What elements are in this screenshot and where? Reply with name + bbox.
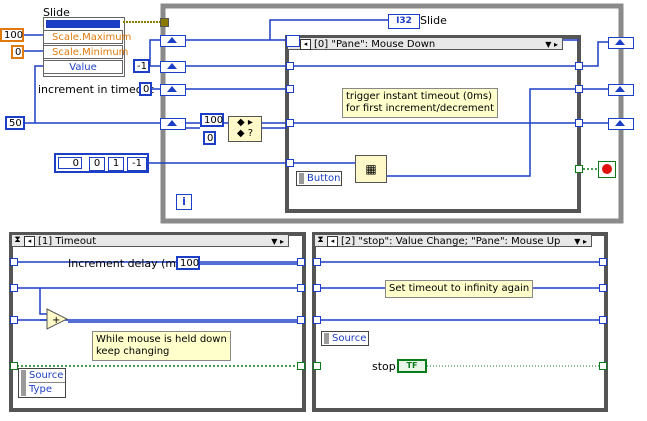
increment-timeout-constant[interactable]: 0	[139, 82, 152, 96]
slide-reference-bar	[46, 20, 120, 28]
case1-tunnel-1	[10, 258, 18, 266]
event-node-bar	[324, 333, 329, 344]
case1-tunnel-3	[10, 316, 18, 324]
stop-terminal[interactable]: TF	[397, 359, 427, 373]
case0-comment-line2: for first increment/decrement	[346, 103, 495, 114]
slide-reference-node[interactable]: I32	[388, 14, 420, 29]
select-true-constant[interactable]: 100	[200, 113, 224, 127]
array-element-2[interactable]: -1	[127, 157, 147, 171]
increment-delay-label: Increment delay (ms)	[68, 257, 187, 270]
array-element-0[interactable]: 0	[89, 157, 105, 171]
case0-comment-line1: trigger instant timeout (0ms)	[346, 91, 493, 102]
timeout-terminal	[286, 35, 300, 47]
stop-sign-icon	[602, 164, 612, 174]
array-constant[interactable]: 0 0 1 -1	[54, 153, 149, 173]
case1-out-1	[297, 258, 305, 266]
shift-register-right-3	[608, 118, 634, 130]
scale-maximum-property[interactable]: Scale.Maximum	[43, 30, 131, 44]
neg-one-constant[interactable]: -1	[133, 59, 150, 73]
case1-tunnel-4	[10, 362, 18, 370]
case2-out-1	[599, 258, 607, 266]
svg-text:+: +	[52, 315, 60, 326]
case1-tunnel-2	[10, 284, 18, 292]
loop-tunnel	[160, 18, 169, 27]
value-property[interactable]: Value	[43, 60, 123, 74]
shift-register-right-2	[608, 84, 634, 96]
slide-reference-wire	[123, 21, 163, 23]
case0-tunnel-2	[286, 85, 294, 93]
case2-out-4	[599, 362, 607, 370]
array-index[interactable]: 0	[58, 157, 82, 169]
shift-register-left-1	[160, 35, 186, 47]
add-function-icon[interactable]: +	[46, 308, 69, 330]
event-field-type[interactable]: Type	[29, 384, 52, 395]
event-case-0-header[interactable]: ⧗ ◂ [0] "Pane": Mouse Down ▼ ▸	[287, 37, 563, 50]
array-element-1[interactable]: 1	[108, 157, 124, 171]
event-data-node-case1[interactable]: Source Type	[18, 368, 66, 398]
event-data-node-case0[interactable]: Button	[296, 171, 342, 186]
case0-out-bool	[575, 165, 583, 173]
min-constant[interactable]: 0	[11, 45, 24, 59]
index-array-function-icon[interactable]: ▦	[355, 155, 387, 183]
chevron-down-icon[interactable]: ▼ ▸	[545, 40, 558, 49]
case2-tunnel-3	[313, 316, 321, 324]
shift-register-left-2	[160, 61, 186, 73]
max-constant[interactable]: 100	[0, 28, 24, 42]
shift-register-right-1	[608, 37, 634, 49]
case1-out-4	[297, 362, 305, 370]
event-case-2-title: [2] "stop": Value Change; "Pane": Mouse …	[341, 236, 561, 247]
case2-comment: Set timeout to infinity again	[385, 280, 534, 298]
loop-iteration-icon: i	[176, 194, 192, 210]
case1-out-3	[297, 316, 305, 324]
event-case-1-header[interactable]: ⧗ ◂ [1] Timeout ▼ ▸	[11, 234, 289, 247]
case2-tunnel-1	[313, 258, 321, 266]
event-field-source[interactable]: Source	[332, 333, 367, 344]
select-false-constant[interactable]: 0	[203, 131, 216, 145]
case2-out-3	[599, 316, 607, 324]
case2-tunnel-2	[313, 284, 321, 292]
chevron-down-icon[interactable]: ▼ ▸	[271, 237, 284, 246]
case0-tunnel-3	[286, 119, 294, 127]
case2-tunnel-4	[313, 362, 321, 370]
decrement-icon[interactable]: ◂	[300, 39, 311, 50]
case1-comment-line2: keep changing	[96, 346, 170, 357]
case0-tunnel-1	[286, 62, 294, 70]
select-function-icon[interactable]: ◆ ▸◆ ?	[228, 116, 262, 142]
case2-out-2	[599, 284, 607, 292]
increment-delay-constant[interactable]: 100	[176, 256, 200, 270]
event-data-node-case2[interactable]: Source	[321, 331, 369, 346]
increment-timeout-label: increment in timeout	[38, 83, 154, 96]
case0-tunnel-4	[286, 159, 294, 167]
decrement-icon[interactable]: ◂	[24, 236, 35, 247]
case0-out-2	[575, 85, 583, 93]
case1-comment: While mouse is held down keep changing	[92, 331, 231, 361]
stop-label: stop	[372, 360, 396, 373]
hourglass-icon: ⧗	[317, 235, 324, 245]
case1-comment-line1: While mouse is held down	[96, 334, 227, 345]
event-node-bar	[299, 173, 304, 184]
event-node-bar	[21, 370, 26, 396]
case0-out-3	[575, 119, 583, 127]
stop-condition-icon[interactable]	[598, 161, 616, 178]
decrement-icon[interactable]: ◂	[327, 236, 338, 247]
shift-register-left-3	[160, 84, 186, 96]
event-field-source[interactable]: Source	[29, 370, 65, 383]
event-case-2-header[interactable]: ⧗ ◂ [2] "stop": Value Change; "Pane": Mo…	[314, 234, 592, 247]
hourglass-icon: ⧗	[14, 235, 21, 245]
fifty-constant[interactable]: 50	[5, 116, 25, 130]
case1-out-2	[297, 284, 305, 292]
event-case-0-title: [0] "Pane": Mouse Down	[314, 39, 436, 50]
case0-comment: trigger instant timeout (0ms) for first …	[342, 88, 499, 118]
slide-property-node: Scale.Maximum Scale.Minimum Value	[43, 17, 131, 77]
slide-reference-label: Slide	[420, 14, 447, 27]
slide-reference-type: I32	[396, 16, 412, 26]
chevron-down-icon[interactable]: ▼ ▸	[574, 237, 587, 246]
shift-register-left-4	[160, 118, 186, 130]
slide-label: Slide	[43, 6, 70, 19]
event-field-button[interactable]: Button	[307, 173, 341, 184]
case0-out-1	[575, 62, 583, 70]
event-case-1-title: [1] Timeout	[38, 236, 97, 247]
scale-minimum-property[interactable]: Scale.Minimum	[43, 45, 128, 59]
